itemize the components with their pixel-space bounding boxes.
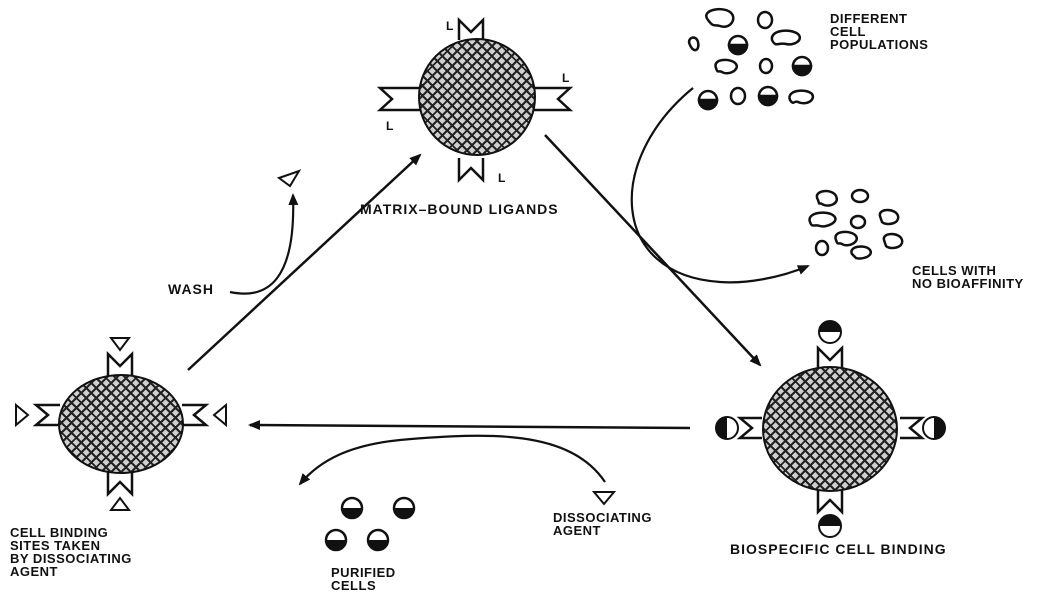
ligand-letter-right: L xyxy=(562,71,569,85)
wash-label: WASH xyxy=(168,283,214,296)
unbound-cell-cluster xyxy=(810,190,903,259)
dissociating-agent-label: DISSOCIATING AGENT xyxy=(553,511,652,537)
different-cell-populations-label: DIFFERENT CELL POPULATIONS xyxy=(830,12,928,51)
ligand-letter-top: L xyxy=(446,19,453,33)
wash-arrow xyxy=(230,195,293,294)
matrix-bead-top xyxy=(418,38,536,156)
matrix-bound-ligands-label: MATRIX–BOUND LIGANDS xyxy=(360,203,559,216)
purified-cells-label: PURIFIED CELLS xyxy=(331,566,396,592)
dissociation-curve-arrow xyxy=(300,436,605,484)
dissociating-agent-triangle xyxy=(594,492,614,504)
binding-sites-taken-label: CELL BINDING SITES TAKEN BY DISSOCIATING… xyxy=(10,526,132,578)
matrix-bead-right xyxy=(762,366,898,492)
matrix-bead-left xyxy=(58,374,184,474)
cells-no-bioaffinity-label: CELLS WITH NO BIOAFFINITY xyxy=(912,264,1024,290)
ligand-letter-left: L xyxy=(386,119,393,133)
ligand-letter-bottom: L xyxy=(498,171,505,185)
purified-cell-cluster xyxy=(326,498,414,550)
biospecific-cell-binding-label: BIOSPECIFIC CELL BINDING xyxy=(730,543,947,556)
washed-agent-triangle xyxy=(279,171,299,186)
cell-population-cluster xyxy=(689,9,813,109)
arrow-to-matrix xyxy=(188,155,420,370)
arrow-to-binding xyxy=(545,135,760,365)
arrow-to-dissociation xyxy=(250,425,690,428)
unbound-cells-arrow xyxy=(632,88,808,282)
